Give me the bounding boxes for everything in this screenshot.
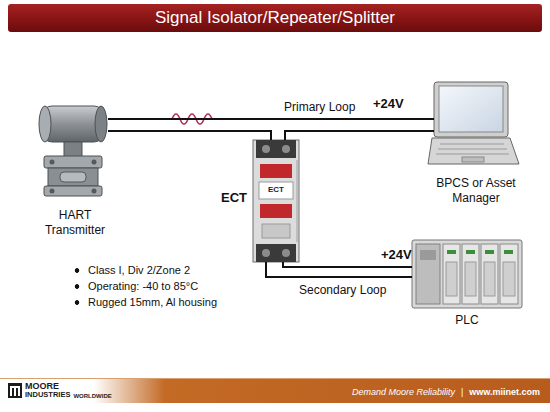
laptop-illustration bbox=[434, 82, 508, 137]
laptop-illustration bbox=[439, 86, 503, 132]
logo-text: MOORE bbox=[25, 381, 59, 391]
plc-illustration bbox=[462, 244, 479, 304]
plc-illustration bbox=[416, 244, 440, 304]
ect-module-illustration bbox=[262, 224, 290, 238]
device-node: PLC bbox=[412, 238, 522, 332]
ect-module-illustration bbox=[282, 145, 290, 153]
plc-illustration bbox=[481, 244, 498, 304]
footer-bar bbox=[0, 379, 550, 403]
plc-illustration bbox=[446, 262, 457, 296]
logo-icon bbox=[8, 383, 22, 398]
logo-text: WORLDWIDE bbox=[73, 393, 111, 400]
transmitter-illustration bbox=[92, 189, 97, 194]
plc-illustration bbox=[447, 250, 456, 254]
transmitter-illustration bbox=[95, 106, 107, 142]
ect-module-illustration bbox=[262, 145, 270, 153]
feature-bullet: Rugged 15mm, Al housing bbox=[74, 296, 217, 309]
transmitter-illustration bbox=[92, 160, 97, 165]
logo-text: INDUSTRIES bbox=[25, 391, 70, 400]
module-marking: ECT bbox=[261, 185, 291, 194]
plc-illustration bbox=[466, 250, 475, 254]
footer-separator: | bbox=[461, 387, 463, 397]
signal-wire bbox=[266, 262, 412, 277]
transmitter-illustration bbox=[50, 189, 55, 194]
device-node: HART Transmitter bbox=[36, 100, 114, 240]
footer-row: Demand Moore Reliability | www.miinet.com bbox=[352, 384, 540, 400]
transmitter-illustration bbox=[39, 106, 51, 142]
logo-icon bbox=[10, 386, 20, 388]
laptop-illustration bbox=[436, 154, 509, 155]
ect-module-illustration bbox=[256, 244, 296, 262]
plc-illustration bbox=[465, 262, 476, 296]
title-bar bbox=[8, 4, 542, 32]
plc-illustration bbox=[504, 250, 513, 254]
supply-voltage: +24V bbox=[381, 248, 412, 263]
signal-wire bbox=[108, 119, 276, 140]
ect-module-illustration bbox=[253, 140, 299, 262]
device-node: ECT bbox=[253, 140, 299, 262]
plc-illustration bbox=[412, 240, 522, 308]
plc-illustration bbox=[485, 250, 494, 254]
tagline: Demand Moore Reliability bbox=[352, 387, 455, 397]
slide-title: Signal Isolator/Repeater/Splitter bbox=[8, 4, 542, 32]
device-label: PLC bbox=[412, 313, 522, 328]
ect-module-illustration bbox=[256, 140, 296, 158]
device-label: BPCS or Asset Manager bbox=[430, 176, 522, 206]
feature-bullet: Operating: -40 to 85°C bbox=[74, 280, 198, 293]
footer-rule bbox=[0, 378, 550, 379]
laptop-illustration bbox=[438, 149, 507, 150]
transmitter-illustration bbox=[64, 142, 82, 157]
transmitter-illustration bbox=[44, 156, 102, 168]
ect-module-illustration bbox=[259, 182, 293, 199]
plc-illustration bbox=[503, 262, 515, 296]
supply-voltage: +24V bbox=[373, 97, 404, 112]
laptop-illustration bbox=[462, 157, 484, 162]
transmitter-illustration bbox=[44, 186, 102, 196]
plc-illustration bbox=[443, 244, 460, 304]
plc-illustration bbox=[420, 250, 436, 260]
ect-module-illustration bbox=[297, 160, 298, 242]
laptop-illustration bbox=[428, 138, 519, 164]
loop-label: Secondary Loop bbox=[297, 283, 388, 297]
web-address: www.miinet.com bbox=[469, 387, 540, 397]
transmitter-illustration bbox=[60, 172, 86, 182]
transmitter-illustration bbox=[48, 168, 98, 186]
feature-bullet: Class I, Div 2/Zone 2 bbox=[74, 264, 190, 277]
device-label: HART Transmitter bbox=[36, 208, 114, 238]
device-label: ECT bbox=[209, 190, 247, 205]
ect-module-illustration bbox=[253, 140, 299, 262]
plc-illustration bbox=[484, 262, 495, 296]
signal-wire bbox=[276, 119, 434, 140]
loop-label: Primary Loop bbox=[282, 100, 357, 114]
plc-illustration bbox=[412, 240, 522, 308]
logo-icon bbox=[8, 383, 22, 398]
device-node: BPCS or Asset Manager bbox=[430, 82, 522, 208]
ect-module-illustration bbox=[262, 249, 270, 257]
transmitter-illustration bbox=[39, 106, 107, 196]
plc-illustration bbox=[500, 244, 518, 304]
ect-module-illustration bbox=[260, 164, 292, 178]
ect-module-illustration bbox=[282, 249, 290, 257]
laptop-illustration bbox=[428, 82, 519, 164]
transmitter-illustration bbox=[50, 160, 55, 165]
laptop-illustration bbox=[440, 144, 504, 145]
ect-module-illustration bbox=[260, 204, 292, 218]
